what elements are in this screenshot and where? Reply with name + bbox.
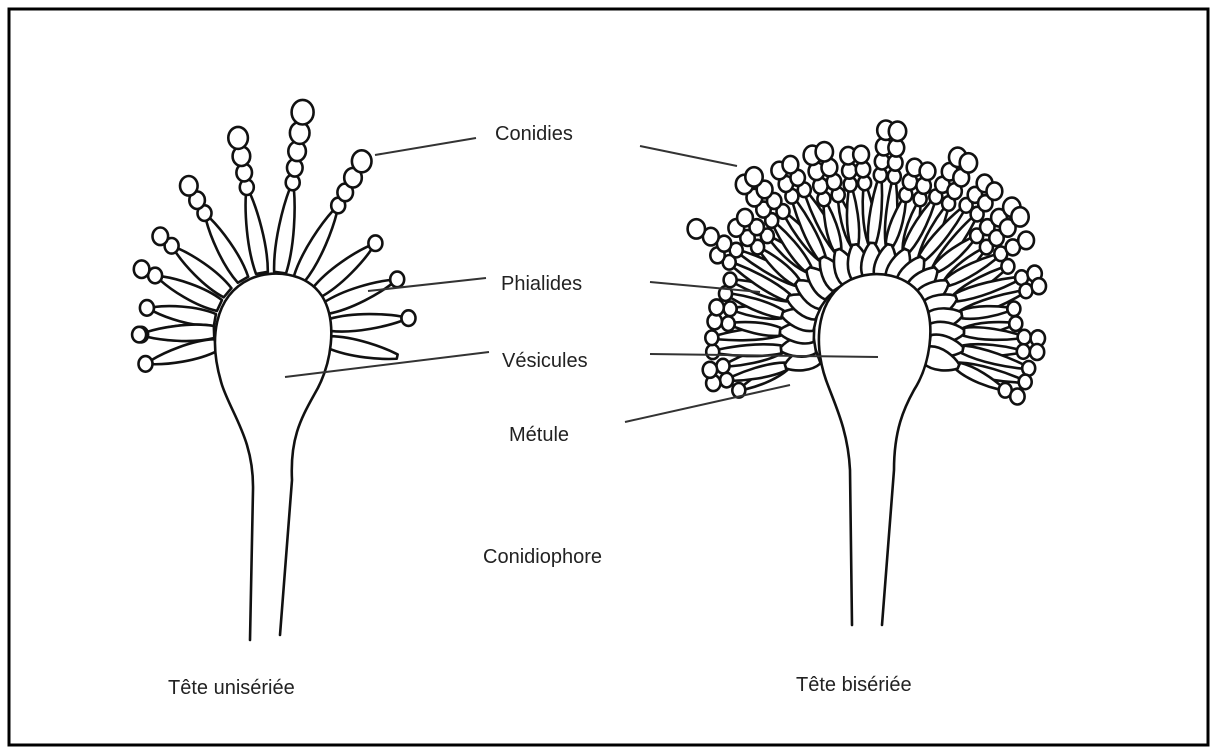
conidium: [132, 327, 146, 343]
conidium: [402, 310, 416, 326]
conidium: [853, 146, 869, 164]
conidium: [688, 219, 705, 238]
conidium: [390, 272, 404, 288]
conidium: [724, 273, 737, 288]
conidium: [1017, 344, 1030, 359]
conidium: [368, 235, 382, 251]
conidium: [889, 122, 906, 141]
conidium: [709, 299, 723, 315]
conidium: [153, 228, 169, 246]
conidium: [140, 300, 154, 316]
conidium: [352, 150, 372, 172]
conidium: [1018, 330, 1031, 345]
conidium: [722, 316, 735, 331]
conidium: [717, 359, 730, 374]
conidium: [180, 176, 198, 196]
label-conidies: Conidies: [495, 123, 573, 145]
conidium: [987, 182, 1003, 200]
conidium: [745, 167, 762, 186]
label-metule: Métule: [509, 424, 569, 446]
caption-biseriate: Tête bisériée: [796, 674, 912, 696]
conidium: [783, 156, 799, 174]
conidium: [960, 153, 977, 172]
conidium: [1011, 207, 1028, 226]
conidium: [1007, 302, 1020, 317]
conidium: [1032, 278, 1046, 294]
conidium: [737, 209, 753, 227]
label-vesicules: Vésicules: [502, 350, 588, 372]
label-conidiophore: Conidiophore: [483, 546, 602, 568]
conidium: [724, 302, 737, 317]
conidium: [816, 142, 833, 161]
conidium: [720, 373, 733, 388]
conidium: [1019, 375, 1032, 390]
conidium: [1018, 232, 1034, 250]
conidium: [1010, 389, 1024, 405]
conidium: [1009, 316, 1022, 331]
conidium: [1001, 259, 1014, 274]
label-phialides: Phialides: [501, 273, 582, 295]
caption-uniseriate: Tête unisériée: [168, 677, 295, 699]
conidium: [920, 163, 936, 181]
conidium: [1030, 344, 1044, 360]
conidium: [703, 362, 717, 378]
conidium: [292, 100, 314, 125]
conidium: [228, 127, 248, 149]
conidium: [705, 331, 718, 346]
conidium: [134, 260, 150, 278]
conidium: [706, 345, 719, 360]
conidium: [139, 356, 153, 372]
